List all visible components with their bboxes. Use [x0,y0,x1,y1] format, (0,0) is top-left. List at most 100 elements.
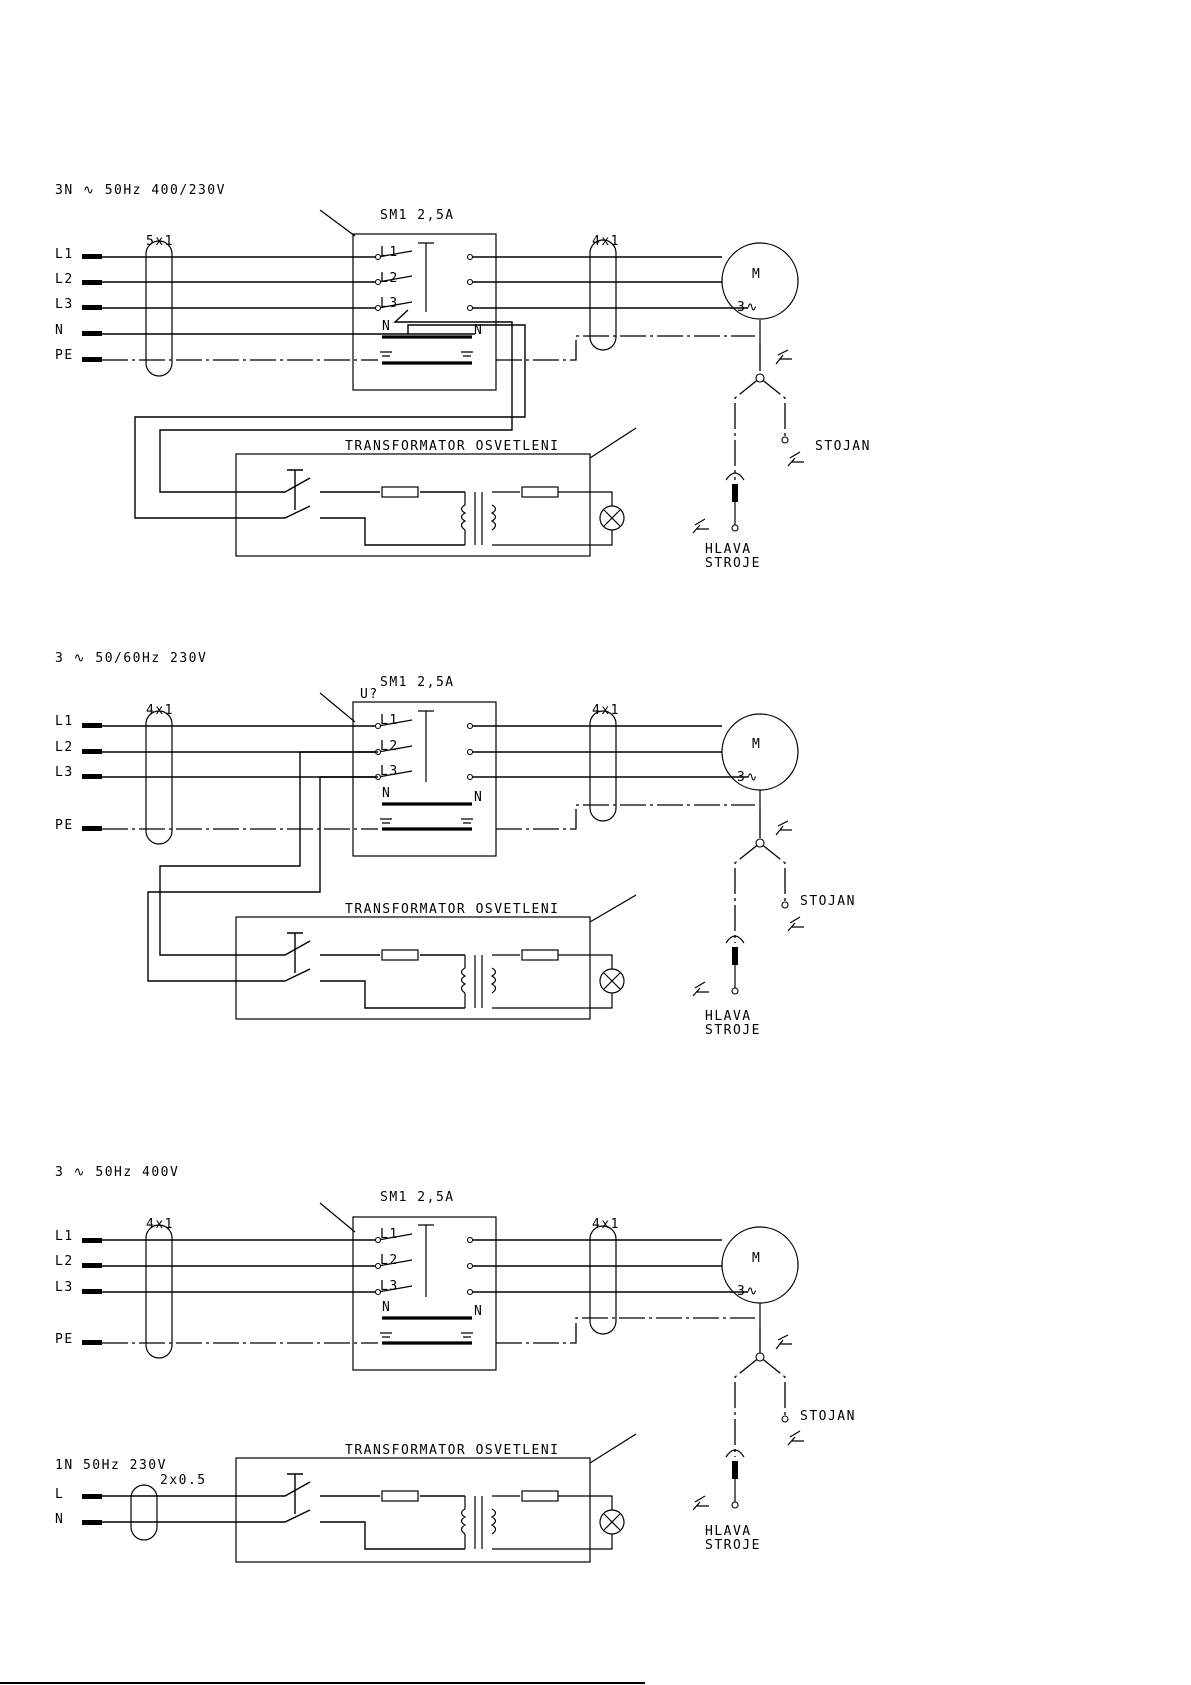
motor-letter-3: M [752,1251,761,1266]
lighting-wires [102,1495,245,1523]
breaker-label-2: SM1 2,5A [380,675,455,690]
line-label-l1: L1 [55,247,74,262]
section-1-supply-3n-400-230v: 3N ∿ 50Hz 400/230V SM1 2,5A L1 L2 L3 N P… [55,183,871,571]
transformer-label-3: TRANSFORMATOR OSVETLENI [345,1443,560,1458]
input-terminals-3: L1 L2 L3 PE [55,1229,102,1347]
supply-label-2: 3 ∿ 50/60Hz 230V [55,651,207,666]
stand-label-1: STOJAN [815,439,871,454]
ground-icon-head-3 [692,1495,709,1511]
terminal-l2 [82,749,102,754]
node [755,373,765,383]
n-mark-3a: N [382,1300,391,1315]
n-mark-2b: N [474,790,483,805]
switch-icon-light-2 [245,932,465,1009]
switch-icon-breaker-3 [377,1224,434,1297]
terminal-l3 [82,774,102,779]
ground-icon-head-2 [692,981,709,997]
head-label-2b: STROJE [705,1023,761,1038]
head-label-2a: HLAVA [705,1009,752,1024]
transformer-feed-n-2 [147,776,378,982]
earthing-fork-2 [734,812,786,943]
motor-icon-2: M 3∿ [721,713,799,791]
pe-wire-motor-1 [496,335,755,361]
line-label-pe: PE [55,348,74,363]
motor-cable-label-1: 4x1 [592,234,620,249]
pole-l2-1: L2 [380,271,399,286]
fuse-icon-primary-1 [381,486,419,498]
motor-icon-1: M 3∿ [721,242,799,320]
node [731,524,739,532]
terminal-pe [82,357,102,362]
motor-cable-1 [589,239,617,351]
shape [721,713,799,791]
motor-cable-3 [589,1225,617,1335]
pe-wire-motor-2 [496,804,755,830]
pole-l2-2: L2 [380,739,399,754]
terminal-l2 [82,280,102,285]
input-cable-label-2: 4x1 [146,703,174,718]
motor-letter-2: M [752,737,761,752]
pe-wire-motor-3 [496,1317,755,1344]
pole-l1-1: L1 [380,245,399,260]
node [466,278,474,286]
pole-l3-2: L3 [380,764,399,779]
node [731,1501,739,1509]
line-label-n-light: N [55,1512,64,1527]
transformer-leader-3 [589,1433,637,1464]
breaker-box-2 [352,701,497,857]
fuse-icon-secondary-1 [521,486,559,498]
earthing-fork-1 [734,345,786,480]
transformer-feed-l-2 [159,751,378,956]
motor-cable-label-2: 4x1 [592,703,620,718]
stand-label-3: STOJAN [800,1409,856,1424]
switch-icon-light-3 [245,1473,465,1550]
supply-label-1: 3N ∿ 50Hz 400/230V [55,183,226,198]
transformer-coil-icon-2 [460,967,497,994]
motor-cable-label-3: 4x1 [592,1217,620,1232]
n-pe-bus-3 [382,1316,472,1345]
breaker-leader-2 [319,692,356,723]
node [466,253,474,261]
transformer-coil-icon-1 [460,504,497,531]
transformer-box-3 [235,1457,591,1563]
lamp-icon-3 [599,1509,625,1535]
shape [599,968,625,994]
transformer-box-2 [235,916,591,1020]
breaker-box-1 [352,233,497,391]
node [374,253,382,261]
pole-l1-3: L1 [380,1227,399,1242]
transformer-feed-n-1 [134,324,526,519]
lamp-icon-2 [599,968,625,994]
shape [721,242,799,320]
ground-icon-breaker-1 [380,351,473,357]
supply-wires-3 [102,1239,378,1293]
shape [464,954,613,1009]
line-label-l3: L3 [55,765,74,780]
terminal-pe [82,1340,102,1345]
head-label-1b: STROJE [705,556,761,571]
transformer-leader-2 [589,894,637,923]
node [731,987,739,995]
terminal-l-light [82,1494,102,1499]
terminal-l2 [82,1263,102,1268]
terminal-l3 [82,1289,102,1294]
node [466,748,474,756]
transformer-label-1: TRANSFORMATOR OSVETLENI [345,439,560,454]
input-terminals-2: L1 L2 L3 PE [55,714,102,833]
node [755,1352,765,1362]
transformer-feed-l-1 [159,309,513,493]
lamp-icon-1 [599,505,625,531]
connector-head-2 [732,947,738,965]
terminal-l3 [82,305,102,310]
breaker-ref-2: U? [360,687,379,702]
input-cable-label-1: 5x1 [146,234,174,249]
line-label-l2: L2 [55,740,74,755]
node [466,1236,474,1244]
motor-cable-2 [589,710,617,822]
shape [603,1513,621,1531]
section-2-supply-3-230v: 3 ∿ 50/60Hz 230V SM1 2,5A U? L1 L2 L3 PE… [55,651,854,1038]
node [374,722,382,730]
n-mark-1a: N [382,319,391,334]
motor-wires-2 [470,725,748,778]
